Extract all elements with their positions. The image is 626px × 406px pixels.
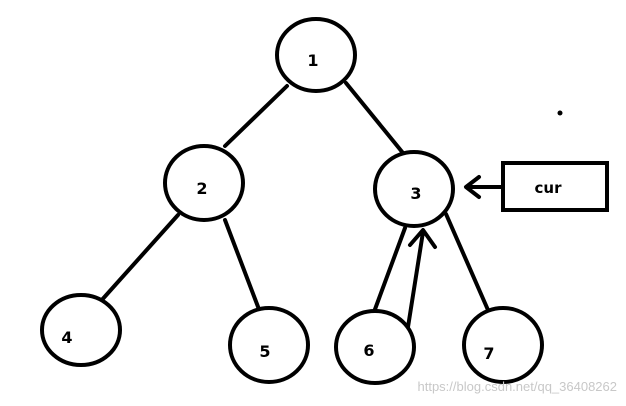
node-label: 4: [61, 328, 72, 347]
edge-3-7: [444, 212, 490, 312]
cur-pointer: cur: [464, 161, 609, 212]
edge-3-6: [372, 226, 407, 314]
tree-node-6: 6: [334, 309, 416, 385]
node-label: 7: [483, 344, 494, 363]
cur-box: [501, 161, 609, 212]
edge-2-5: [223, 218, 262, 314]
tree-node-1: 1: [275, 17, 357, 93]
edge-1-2: [223, 84, 289, 148]
node-label: 1: [307, 51, 318, 70]
tree-node-5: 5: [228, 306, 310, 384]
node-label: 5: [259, 342, 270, 361]
back-arrow-6-to-3: [406, 228, 437, 329]
edge-2-4: [98, 213, 180, 304]
tree-node-7: 7: [462, 306, 544, 384]
cur-arrow: [464, 175, 503, 199]
edge-1-3: [344, 81, 405, 155]
stray-dot: [557, 110, 563, 116]
tree-node-2: 2: [163, 144, 245, 222]
cur-label: cur: [535, 179, 563, 197]
tree-node-3: 3: [373, 150, 455, 228]
tree-node-4: 4: [40, 293, 122, 367]
node-label: 6: [363, 341, 374, 360]
node-label: 2: [196, 179, 207, 198]
watermark-text: https://blog.csdn.net/qq_36408262: [418, 379, 618, 394]
node-label: 3: [410, 184, 421, 203]
